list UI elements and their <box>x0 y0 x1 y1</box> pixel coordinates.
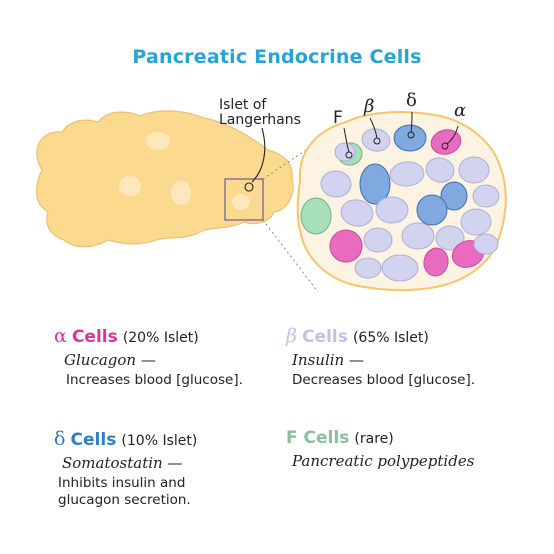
alpha-percent: (20% Islet) <box>122 330 199 346</box>
callout-line-1: Islet of <box>219 97 267 113</box>
alpha-name: Cells <box>71 327 118 347</box>
beta-cell <box>458 156 490 184</box>
beta-effect: Decreases blood [glucose]. <box>292 372 476 388</box>
alpha-cell <box>430 129 462 155</box>
islet-label-alpha: α <box>454 100 467 121</box>
callout-line-2: Langerhans <box>219 112 301 128</box>
f-label-dot <box>345 151 353 159</box>
islet-zoom-box <box>224 178 264 221</box>
beta-cell <box>334 142 356 162</box>
pancreas-shape <box>36 110 294 248</box>
f-label-pointer <box>343 127 350 153</box>
beta-cell <box>401 222 435 250</box>
callout-label: Islet of Langerhans <box>219 98 301 128</box>
alpha-hormone: Glucagon — <box>64 351 156 369</box>
delta-effect-line-2: glucagon secretion. <box>58 492 191 508</box>
alpha-cells-block: α Cells (20% Islet) Glucagon — Increases… <box>54 325 243 389</box>
alpha-cell <box>329 229 363 263</box>
beta-cell <box>340 199 374 227</box>
delta-percent: (10% Islet) <box>121 433 198 449</box>
beta-cell <box>473 233 499 255</box>
callout-dot <box>244 182 254 192</box>
f-hormone: Pancreatic polypeptides <box>292 452 475 470</box>
beta-label-dot <box>373 137 381 145</box>
beta-cell <box>320 170 352 198</box>
beta-percent: (65% Islet) <box>352 330 429 346</box>
f-cells-block: F Cells (rare) Pancreatic polypeptides <box>286 428 474 470</box>
delta-label-dot <box>407 131 415 139</box>
alpha-cell <box>423 247 449 277</box>
beta-name: Cells <box>302 327 348 347</box>
delta-name: Cells <box>70 430 117 450</box>
beta-label-pointer <box>369 117 378 139</box>
f-percent: (rare) <box>354 431 394 447</box>
f-cells-heading: F Cells (rare) <box>286 428 474 448</box>
beta-symbol: β <box>286 325 297 347</box>
beta-cell <box>425 157 455 183</box>
beta-cell <box>363 227 393 253</box>
delta-effect-line-1: Inhibits insulin and <box>58 475 186 491</box>
delta-symbol: δ <box>54 428 66 450</box>
delta-cells-heading: δ Cells (10% Islet) <box>54 428 197 450</box>
beta-cell <box>375 196 409 224</box>
islet-label-beta: β <box>364 96 375 117</box>
delta-cell <box>440 181 468 211</box>
beta-cell <box>361 128 391 152</box>
beta-hormone: Insulin — <box>292 351 364 369</box>
delta-cells-block: δ Cells (10% Islet) Somatostatin — Inhib… <box>54 428 197 509</box>
beta-cell <box>435 225 465 251</box>
delta-cell <box>416 194 448 226</box>
page-title: Pancreatic Endocrine Cells <box>132 46 422 68</box>
delta-label-pointer <box>410 111 413 133</box>
beta-cells-block: β Cells (65% Islet) Insulin — Decreases … <box>286 325 475 389</box>
alpha-label-dot <box>441 142 449 150</box>
beta-cell <box>460 208 492 236</box>
callout-pointer <box>251 127 266 183</box>
pancreas-highlight <box>171 181 191 205</box>
alpha-symbol: α <box>54 325 67 347</box>
beta-cell <box>472 184 500 208</box>
delta-effect: Inhibits insulin and glucagon secretion. <box>54 475 197 509</box>
f-name: F Cells <box>286 428 350 448</box>
f-cell <box>300 197 332 235</box>
beta-cell <box>354 257 382 279</box>
alpha-label-pointer <box>446 125 459 145</box>
zoom-line-bottom <box>262 219 319 293</box>
pancreas-highlight <box>232 194 250 210</box>
pancreas-highlight <box>146 132 170 150</box>
islet-label-delta: δ <box>406 90 417 111</box>
pancreas-highlight <box>119 176 141 196</box>
beta-cell <box>389 161 425 187</box>
islet-label-f: F <box>333 108 343 128</box>
alpha-effect: Increases blood [glucose]. <box>66 372 243 388</box>
delta-hormone: Somatostatin — <box>62 454 183 472</box>
delta-cell <box>359 163 391 205</box>
alpha-cells-heading: α Cells (20% Islet) <box>54 325 243 347</box>
beta-cell <box>381 254 419 282</box>
beta-cells-heading: β Cells (65% Islet) <box>286 325 475 347</box>
